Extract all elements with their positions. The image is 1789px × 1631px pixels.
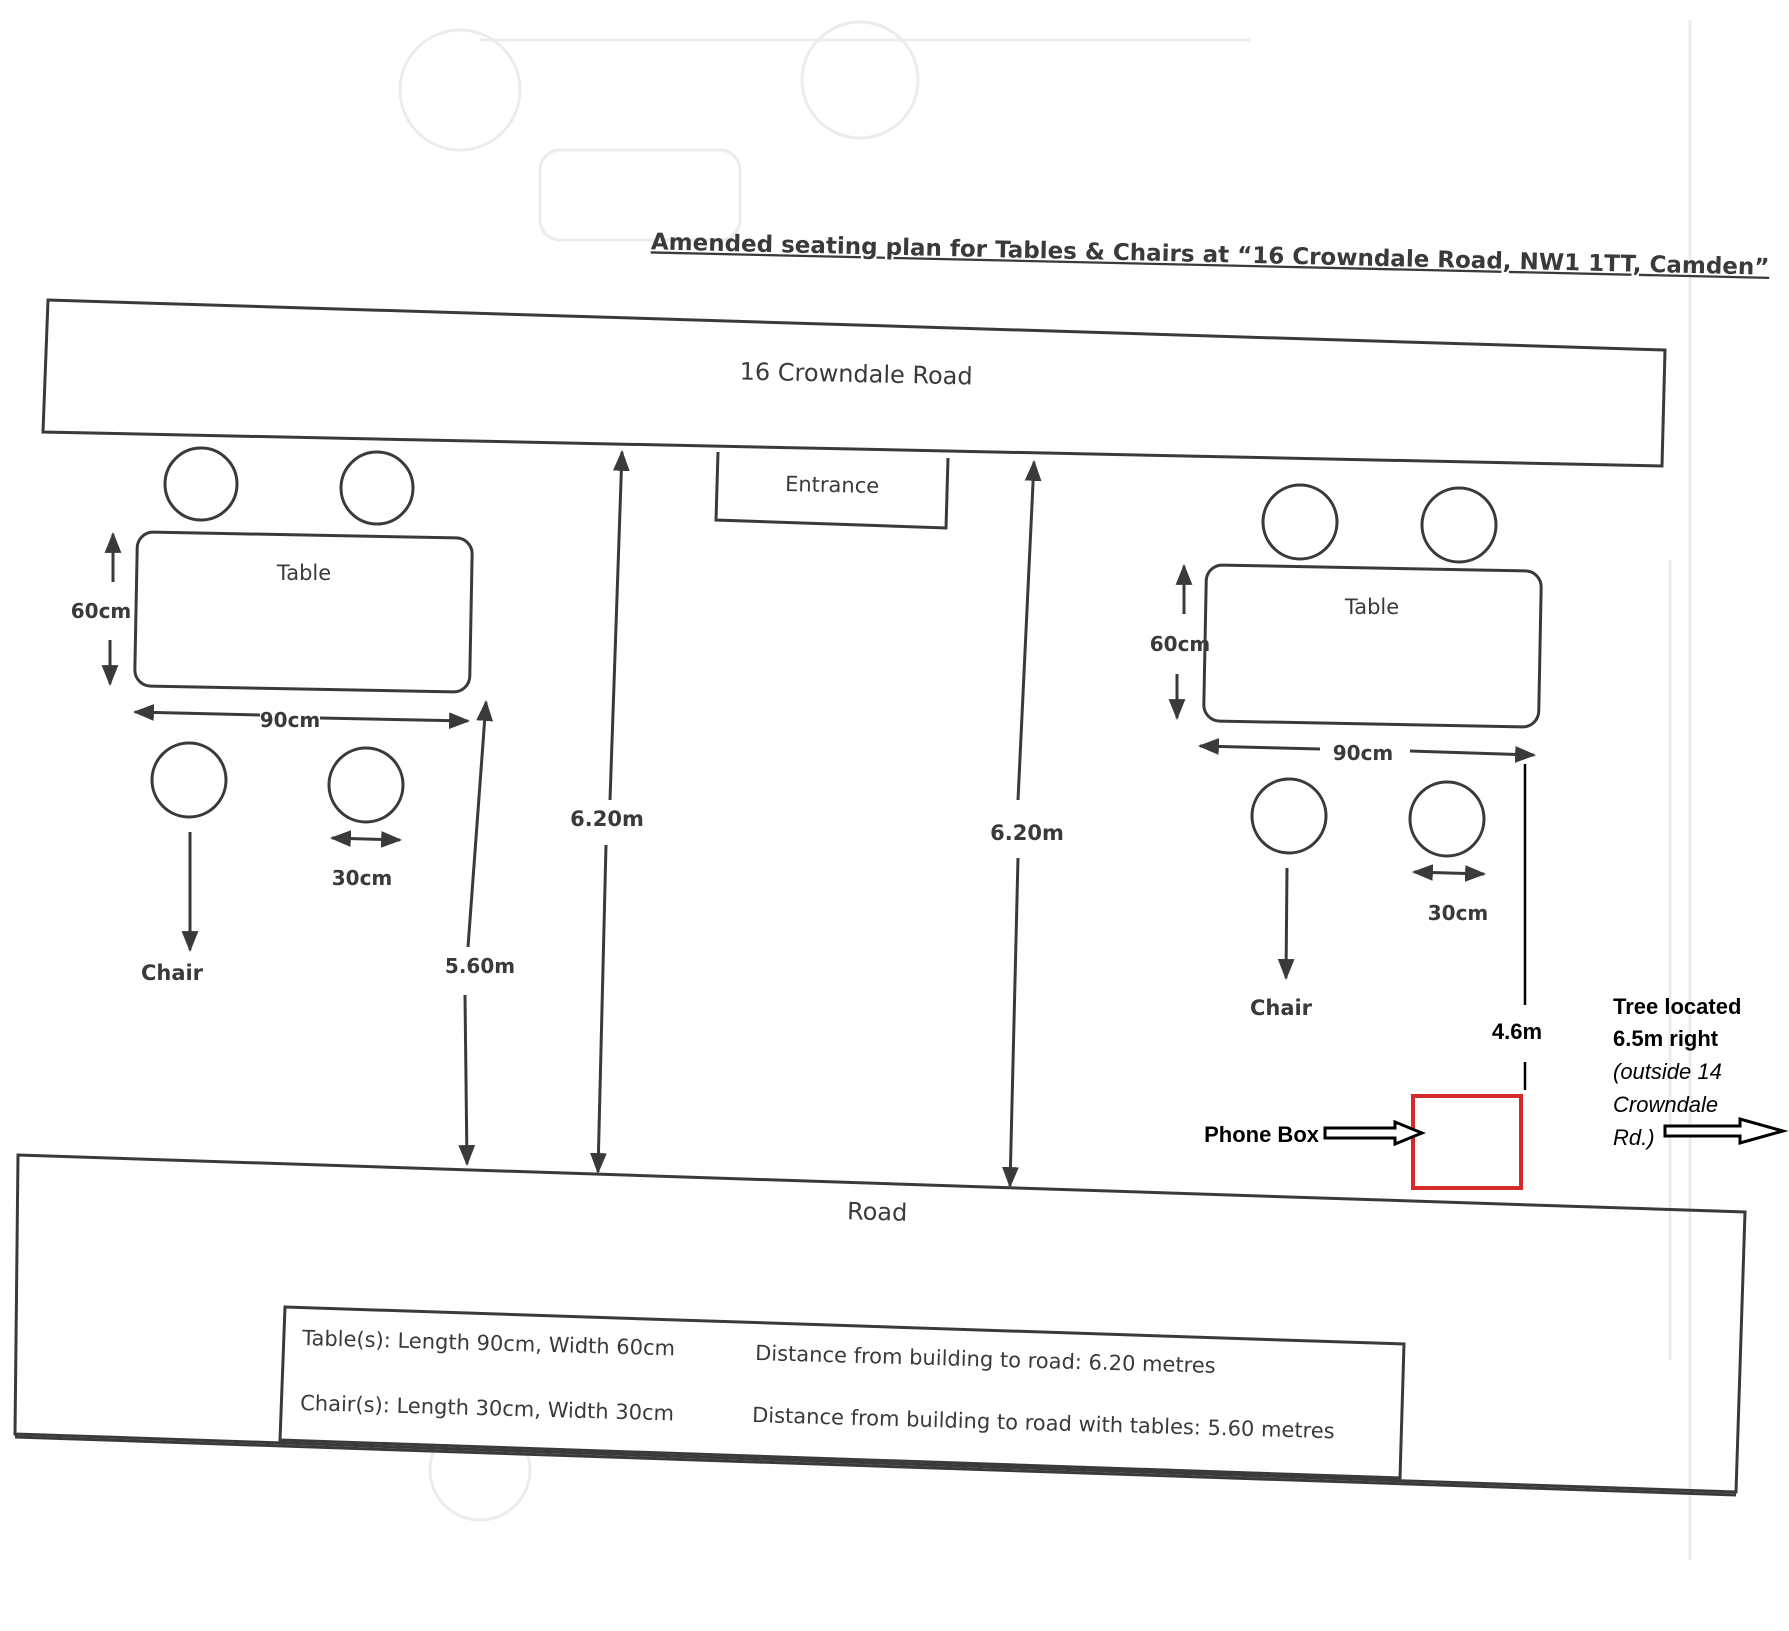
- phone-box-annotation: 4.6m Phone Box: [1204, 764, 1542, 1190]
- chair-label: Chair: [141, 961, 204, 985]
- road-outline: [13, 1153, 1747, 1494]
- chair-width-arrow: [329, 830, 403, 848]
- road-label: Road: [847, 1197, 908, 1227]
- chair-width-arrow: [1411, 864, 1487, 882]
- clearance-arrow: [458, 994, 476, 1167]
- legend-box: Table(s): Length 90cm, Width 60cm Chair(…: [278, 1305, 1406, 1480]
- distance-arrows: 6.20m 6.20m: [570, 449, 1064, 1189]
- building-label: 16 Crowndale Road: [739, 358, 973, 391]
- tree-label-line4: Crowndale: [1613, 1092, 1718, 1117]
- entrance-outline: [714, 451, 950, 530]
- chair-circle: [1408, 780, 1486, 858]
- building: 16 Crowndale Road: [41, 298, 1667, 468]
- chair-circle: [1250, 777, 1328, 855]
- chair-circle: [327, 746, 405, 824]
- road: Road: [13, 1153, 1747, 1497]
- tree-pointer-arrow: [1663, 1117, 1789, 1145]
- tree-label-line3: (outside 14: [1613, 1059, 1722, 1084]
- phone-box-marker: [1411, 1094, 1523, 1190]
- distance-arrow-right: [1002, 857, 1020, 1189]
- clearance-arrow: [466, 699, 493, 948]
- table-width-label: 90cm: [1333, 741, 1394, 765]
- building-outline: [41, 298, 1667, 468]
- distance-arrow-right: [1016, 459, 1042, 801]
- table-width-label: 90cm: [260, 708, 321, 732]
- chair-label: Chair: [1250, 996, 1313, 1020]
- left-seating-set: Table 60cm 90cm Chair 30cm 5.60m: [71, 446, 515, 1167]
- chair-circle: [339, 450, 415, 526]
- tree-label-line5: Rd.): [1613, 1125, 1655, 1150]
- entrance: Entrance: [714, 451, 950, 530]
- table-rectangle: [133, 530, 474, 694]
- table-rectangle: [1202, 563, 1543, 729]
- tree-annotation: Tree located 6.5m right (outside 14 Crow…: [1613, 994, 1789, 1150]
- scan-bleed-through: [398, 20, 1692, 1560]
- table-label: Table: [276, 561, 331, 585]
- chair-width-label: 30cm: [1428, 901, 1489, 925]
- page-title: Amended seating plan for Tables & Chairs…: [651, 229, 1770, 280]
- table-height-label: 60cm: [1150, 632, 1211, 656]
- clearance-label: 5.60m: [445, 954, 515, 978]
- chair-width-label: 30cm: [332, 866, 393, 890]
- tree-label-line2: 6.5m right: [1613, 1026, 1719, 1051]
- phone-box-pointer-arrow: [1323, 1119, 1426, 1147]
- distance-label-right: 6.20m: [990, 821, 1064, 845]
- distance-label-left: 6.20m: [570, 807, 644, 831]
- entrance-label: Entrance: [785, 472, 880, 498]
- table-label: Table: [1344, 595, 1399, 619]
- chair-circle: [1261, 483, 1339, 561]
- chair-circle: [1420, 486, 1498, 564]
- chair-circle: [150, 741, 228, 819]
- distance-arrow-left: [590, 844, 608, 1175]
- legend-outline: [278, 1305, 1406, 1480]
- phone-box-distance-label: 4.6m: [1492, 1019, 1542, 1044]
- width-arrow: [1409, 745, 1537, 763]
- right-seating-set: Table 60cm 90cm Chair 30cm: [1150, 483, 1543, 1020]
- chair-pointer-arrow: [1277, 867, 1295, 981]
- phone-box-label: Phone Box: [1204, 1122, 1320, 1147]
- width-arrow: [132, 704, 261, 721]
- width-arrow: [319, 712, 471, 730]
- width-arrow: [1197, 738, 1321, 755]
- distance-arrow-left: [608, 449, 630, 801]
- tree-label-line1: Tree located: [1613, 994, 1741, 1019]
- chair-circle: [163, 446, 239, 522]
- table-height-label: 60cm: [71, 599, 132, 623]
